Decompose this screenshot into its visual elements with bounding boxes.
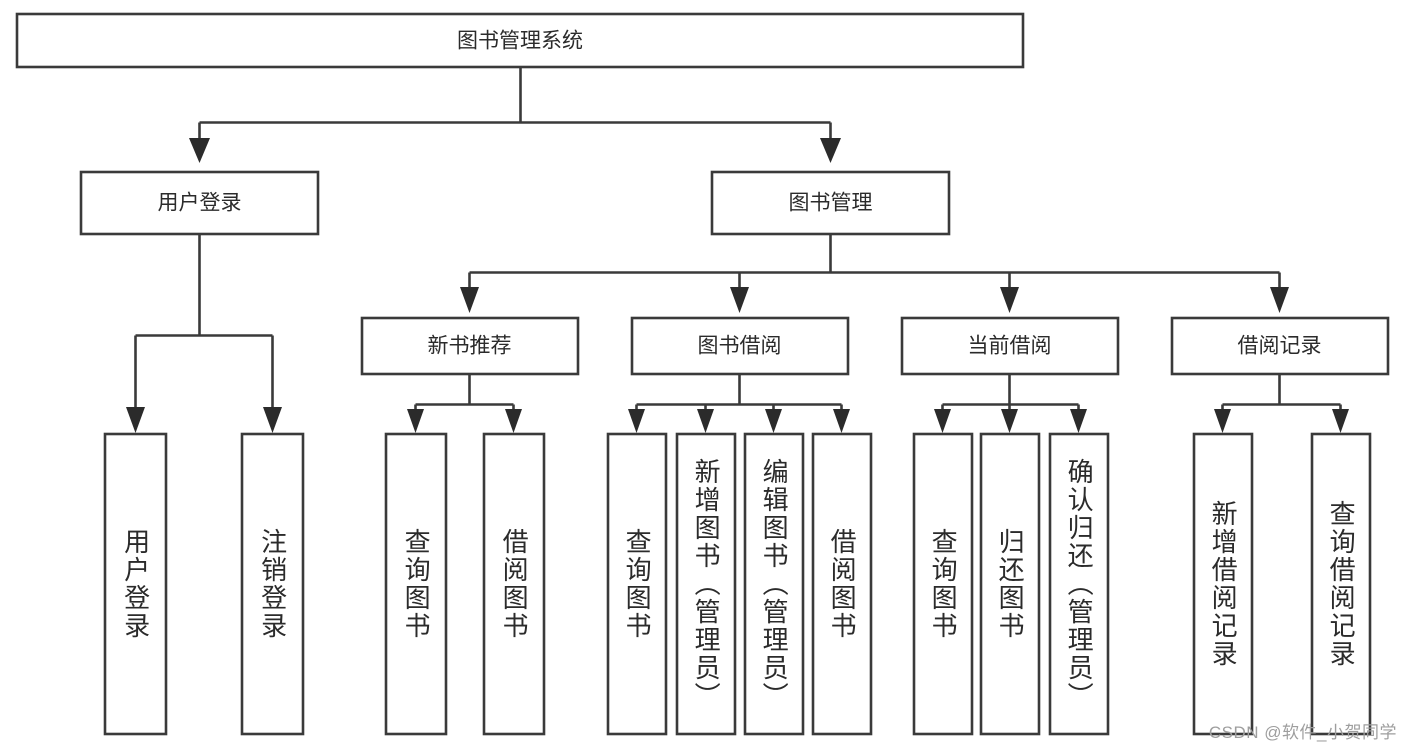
connector-group-book-borrow xyxy=(628,374,850,433)
arrowhead-leaf-add-borrow-record xyxy=(1214,409,1231,433)
arrowhead-leaf-query-book-3 xyxy=(934,409,951,433)
connector-group-borrow-record xyxy=(1214,374,1349,433)
node-box-book-manage[interactable] xyxy=(710,170,951,236)
node-box-leaf-query-book-1[interactable] xyxy=(384,432,448,736)
arrowhead-leaf-borrow-book-1 xyxy=(505,409,522,433)
node-box-leaf-return-book[interactable] xyxy=(979,432,1041,736)
node-box-leaf-logout-login[interactable] xyxy=(240,432,305,736)
node-box-leaf-edit-book[interactable] xyxy=(743,432,805,736)
node-box-leaf-query-book-3[interactable] xyxy=(912,432,974,736)
arrowhead-leaf-query-book-2 xyxy=(628,409,645,433)
arrowhead-book-borrow xyxy=(730,287,749,313)
watermark-text: CSDN @软件_小贺同学 xyxy=(1208,723,1397,742)
node-box-user-login[interactable] xyxy=(79,170,320,236)
connector-group-book-manage xyxy=(460,234,1289,313)
node-box-leaf-confirm-return[interactable] xyxy=(1048,432,1110,736)
node-box-leaf-add-book[interactable] xyxy=(675,432,737,736)
node-box-current-borrow[interactable] xyxy=(900,316,1120,376)
arrowhead-leaf-query-borrow-record xyxy=(1332,409,1349,433)
arrowhead-borrow-record xyxy=(1270,287,1289,313)
connector-group-user-login xyxy=(126,234,282,433)
arrowhead-leaf-query-book-1 xyxy=(407,409,424,433)
arrowhead-leaf-return-book xyxy=(1001,409,1018,433)
arrowhead-leaf-logout-login xyxy=(263,407,282,433)
arrowhead-leaf-edit-book xyxy=(765,409,782,433)
node-box-leaf-user-login[interactable] xyxy=(103,432,168,736)
node-box-book-borrow[interactable] xyxy=(630,316,850,376)
node-label-user-login: 用户登录 xyxy=(158,192,242,215)
node-box-leaf-borrow-book-1[interactable] xyxy=(482,432,546,736)
node-box-root[interactable] xyxy=(15,12,1025,69)
node-label-book-borrow: 图书借阅 xyxy=(698,335,782,358)
node-box-new-book-recommend[interactable] xyxy=(360,316,580,376)
node-box-leaf-add-borrow-record[interactable] xyxy=(1192,432,1254,736)
node-box-leaf-query-book-2[interactable] xyxy=(606,432,668,736)
arrowhead-leaf-user-login xyxy=(126,407,145,433)
arrowhead-current-borrow xyxy=(1000,287,1019,313)
node-label-new-book-recommend: 新书推荐 xyxy=(428,335,512,358)
node-box-leaf-borrow-book-2[interactable] xyxy=(811,432,873,736)
node-label-book-manage: 图书管理 xyxy=(789,192,873,215)
arrowhead-user-login xyxy=(189,138,210,163)
connector-group-new-book-recommend xyxy=(407,374,522,433)
arrowhead-new-book-recommend xyxy=(460,287,479,313)
node-box-leaf-query-borrow-record[interactable] xyxy=(1310,432,1372,736)
node-box-borrow-record[interactable] xyxy=(1170,316,1390,376)
arrowhead-leaf-borrow-book-2 xyxy=(833,409,850,433)
arrowhead-leaf-confirm-return xyxy=(1070,409,1087,433)
node-label-current-borrow: 当前借阅 xyxy=(968,335,1052,358)
node-label-root: 图书管理系统 xyxy=(457,30,583,53)
arrowhead-leaf-add-book xyxy=(697,409,714,433)
connector-group-root xyxy=(189,67,841,163)
arrowhead-book-manage xyxy=(820,138,841,163)
connector-group-current-borrow xyxy=(934,374,1087,433)
node-label-borrow-record: 借阅记录 xyxy=(1238,335,1322,358)
